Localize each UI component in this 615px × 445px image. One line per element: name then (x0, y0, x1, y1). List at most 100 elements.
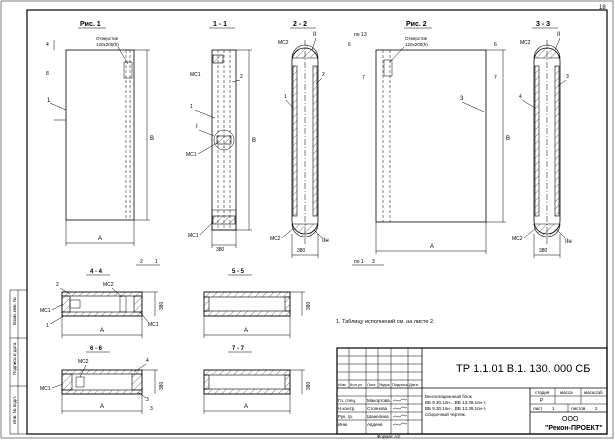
fig2-dim-6: 6 (348, 42, 351, 48)
fig1-opening (123, 61, 133, 79)
sec11-label-mc1-top: МС1 (190, 72, 201, 78)
sec66-dim-a: А (100, 404, 104, 410)
fig2-dim-6-right: 6 (494, 42, 497, 48)
tb-sheet-label: лист (533, 406, 542, 411)
fig2-opening-note-1: Отверстие (405, 36, 428, 41)
sec11-detail-circle (213, 129, 235, 151)
tb-signature-3 (392, 414, 408, 418)
tb-sheets-label: листов (571, 406, 586, 411)
sec33-title: 3 - 3 (536, 21, 550, 28)
sec11-label-1: 1 (190, 104, 193, 110)
sec22-label-iin: IIн (322, 238, 329, 244)
sec11-label-mc1-mid: МС1 (186, 152, 197, 158)
sec66-label-4: 4 (146, 358, 149, 364)
sec22-label-mc2-bot: МС2 (270, 236, 281, 242)
fig2-opening (383, 59, 393, 77)
sec77-dim-380: 380 (306, 381, 312, 390)
side-stamp-inventory: Инв. № подл. (12, 396, 17, 424)
tb-company-1: ООО (562, 416, 579, 423)
fig2-callout-3: 3 (460, 96, 464, 102)
sec66-label-mc2: МС2 (78, 359, 89, 365)
tb-signature-4 (392, 422, 408, 426)
fig2-block-outline (375, 49, 487, 223)
sec44-label-mc1-right: МС1 (148, 322, 159, 328)
sec66-title: 6 - 6 (90, 346, 103, 352)
tb-sheet-value: 1 (552, 406, 555, 411)
title-block: Изм. Кол.уч Лист №док Подпись Дата Гл. с… (336, 347, 608, 435)
tb-role-4: Инж. (338, 422, 348, 427)
fig1-opening-note-1: Отверстие (96, 36, 119, 41)
sec22-label-ii: II (313, 32, 317, 38)
tb-col-data: Дата (409, 382, 419, 387)
sec33-label-mc2-bot: МС2 (512, 236, 523, 242)
tb-col-podpis: Подпись (392, 382, 408, 387)
tb-role-2: Н.контр. (338, 406, 355, 411)
sec22-label-1: 1 (284, 94, 287, 100)
sec22-title: 2 - 2 (293, 21, 307, 28)
fig2-dim-3: 3 (364, 32, 367, 38)
tb-name-3: Шанелина (367, 414, 389, 419)
fig2-dim-po1: по 1 (354, 259, 364, 265)
fig2-opening-note-2: 120x200(h) (405, 42, 428, 47)
tb-name-1: Макортова (367, 398, 390, 403)
tb-name-2: Стоянова (367, 406, 388, 411)
sec55-title: 5 - 5 (232, 269, 245, 275)
tb-signature-2 (392, 406, 408, 410)
tb-desc-1: Вентиляционный блок (425, 393, 472, 399)
sec11-label-2: 2 (240, 74, 243, 80)
sec11-label-i: I (196, 124, 198, 130)
fig2-title: Рис. 2 (406, 21, 427, 28)
fig2-dim-7: 7 (362, 75, 365, 81)
fig1-dim-1: 1 (155, 259, 158, 265)
sec55-dim-a: А (244, 328, 248, 334)
sec44-title: 4 - 4 (90, 269, 103, 275)
sec11-dim-b: В (252, 138, 256, 144)
sec33-label-mc2-top: МС2 (520, 40, 531, 46)
tb-col-izm: Изм. (338, 382, 347, 387)
tb-desc-4: Сборочный чертеж. (425, 411, 466, 417)
fig1-dim-8: 8 (46, 71, 49, 77)
sec44-label-mc1-left: МС1 (40, 308, 51, 314)
sec22-dim-380: 380 (297, 248, 306, 254)
tb-stage-label: стадия (535, 390, 550, 395)
fig1-callout-1: 1 (47, 98, 51, 104)
sec33-label-iin: IIн (565, 239, 572, 245)
fig1-title: Рис. 1 (80, 21, 101, 28)
tb-col-kolich: Кол.уч (350, 382, 362, 387)
tb-scale-label: масштаб (584, 390, 603, 395)
view-section-7-7: 7 - 7 А 380 (203, 346, 312, 414)
sec44-label-1: 1 (46, 323, 49, 329)
fig2-dim-3-bottom: 3 (372, 259, 375, 265)
side-stamp-signature: Подпись и дата (12, 342, 17, 375)
sec22-label-2: 2 (322, 72, 325, 78)
side-stamp: Взам. инв. № Подпись и дата Инв. № подл. (9, 289, 28, 435)
inner-frame (26, 9, 608, 435)
tb-col-ndok: №док (379, 382, 390, 387)
view-section-4-4: 4 - 4 2 МС2 МС1 1 МС1 А 380 (40, 269, 165, 338)
fig2-dim-b: В (506, 136, 510, 142)
view-section-6-6: 6 - 6 МС2 4 МС1 3 3 А 380 (40, 346, 165, 414)
view-section-1-1: 1 - 1 МС1 2 1 I МС1 МС1 380 В (186, 21, 256, 253)
tb-company-2: "Рекон-ПРОЕКТ" (545, 425, 603, 432)
fig2-dim-po1-top: по 1 (354, 32, 364, 38)
view-section-5-5: 5 - 5 А 380 (203, 269, 312, 338)
fig1-dim-2: 2 (140, 259, 143, 265)
sec66-label-3-bottom: 3 (150, 406, 153, 412)
sec22-label-mc2-top: МС2 (278, 40, 289, 46)
fig1-block-outline (65, 49, 135, 221)
view-fig2: Рис. 2 Отверстие 120x200(h) А В 3 6 7 3 … (348, 21, 510, 266)
sec44-dim-a: А (100, 328, 104, 334)
fig2-dim-a: А (430, 244, 434, 250)
tb-doc-code: ТР 1.1.01 В.1. 130. 000 СБ (456, 363, 590, 375)
view-section-2-2: 2 - 2 МС2 II 1 2 МС2 IIн 380 (270, 21, 329, 258)
sec44-label-mc2: МС2 (103, 282, 114, 288)
general-note: 1. Таблицу исполнений см. на листе 2. (336, 318, 435, 325)
sec33-label-3: 3 (566, 74, 569, 80)
view-fig1: Рис. 1 Отверстие 120x200(h) А В 1 4 8 2 … (46, 21, 160, 266)
tb-col-list: Лист (367, 382, 376, 387)
tb-stage-value: Р (540, 398, 544, 404)
sec66-dim-380: 380 (159, 381, 165, 390)
tb-role-1: Гл. спец. (338, 398, 356, 403)
tb-signature-1 (392, 398, 408, 402)
sec66-label-mc1: МС1 (40, 386, 51, 392)
